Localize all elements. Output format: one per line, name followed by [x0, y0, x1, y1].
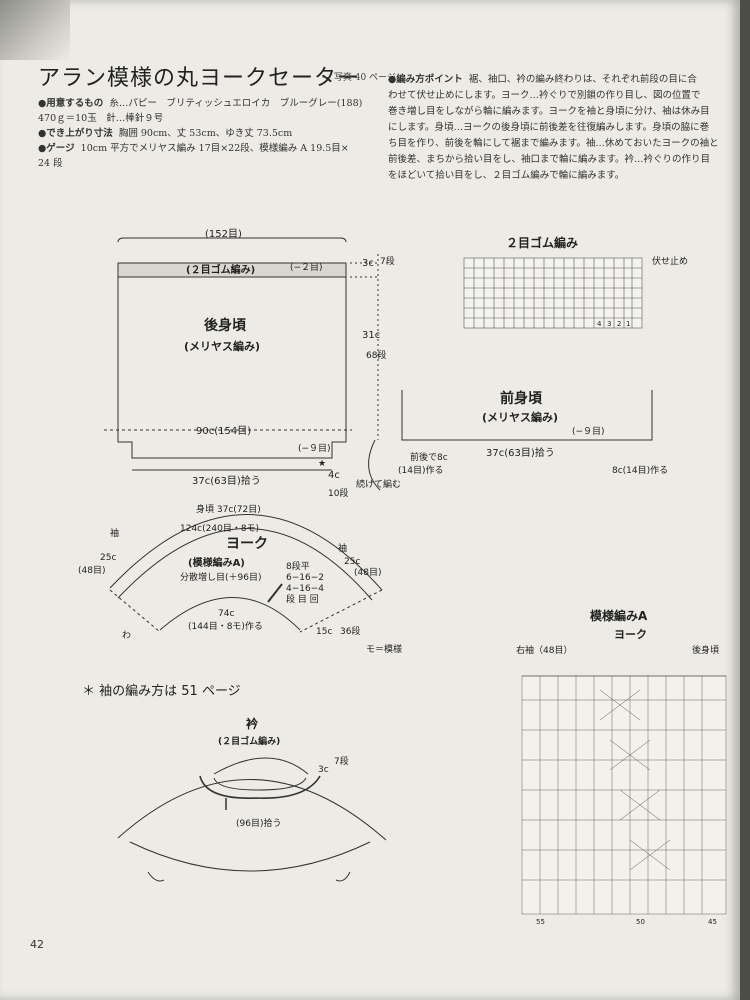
yoke-left-c: 25c — [100, 553, 116, 563]
rib-col-4: 4 — [597, 320, 602, 328]
collar-height: 3c — [318, 765, 329, 775]
yoke-depth-c: 15c — [316, 627, 332, 637]
collar-diagram — [117, 757, 387, 882]
continue-arrow — [368, 439, 381, 491]
points-line-6: をほどいて拾い目をし、２目ゴム編みで輪に編みます。 — [388, 170, 625, 181]
info-block: ●用意するもの 糸…パピー ブリティッシュエロイカ ブルーグレー(188) 47… — [38, 96, 378, 171]
points-line-0: 裾、袖口、衿の編み終わりは、それぞれ前段の目に合 — [468, 74, 697, 85]
rib-chart-grid — [463, 257, 643, 329]
yoke-body-top: 身頃 37c(72目) — [196, 503, 261, 515]
points-line-4: ち目を作り、前後を輪にして裾まで編みます。袖…休めておいたヨークの袖と — [388, 138, 719, 149]
rib-chart-title: ２目ゴム編み — [506, 235, 578, 250]
materials-label: ●用意するもの — [38, 98, 104, 109]
front-right-note: 8c(14目)作る — [612, 464, 668, 476]
points-line-3: にします。身頃…ヨークの後身頃に前後差を往復編みします。身頃の脇に巻 — [388, 122, 710, 133]
materials-yarn: 糸…パピー ブリティッシュエロイカ ブルーグレー(188) — [109, 98, 363, 109]
pattern-a-right-sleeve: 右袖（48目） — [516, 644, 572, 656]
pattern-a-col-50: 50 — [636, 918, 645, 926]
yoke-sleeve-left: 袖 — [110, 527, 119, 539]
back-bottom-pickup: 37c(63目)拾う — [192, 474, 261, 487]
yoke-rows-2: 4−16−4 — [286, 584, 324, 594]
pattern-title: アラン模様の丸ヨークセーター — [38, 66, 361, 91]
back-body-rows: 68段 — [366, 349, 386, 361]
pattern-a-subtitle: ヨーク — [614, 628, 647, 641]
yoke-sleeve-right: 袖 — [338, 542, 347, 554]
back-rib-dec: (−２目) — [290, 262, 323, 273]
front-left-note1: 前後で8c — [410, 451, 448, 463]
yoke-rows-1: 6−16−2 — [286, 573, 324, 583]
back-width: 90c(154目) — [196, 426, 251, 437]
points-line-2: 巻き増し目をしながら輪に編みます。ヨークを袖と身頃に分け、袖は休み目 — [388, 106, 710, 117]
knitting-points: ●編み方ポイント 裾、袖口、衿の編み終わりは、それぞれ前段の目に合 わせて伏せ止… — [388, 72, 723, 184]
back-body-height: 31c — [362, 330, 380, 341]
materials-amount: 470ｇ＝10玉 針…棒針９号 — [38, 113, 164, 124]
front-dec: (−９目) — [572, 426, 605, 437]
yoke-right-c: 25c — [344, 557, 360, 567]
size-text: 胸囲 90cm、丈 53cm、ゆき丈 73.5cm — [118, 128, 293, 139]
collar-rows: 7段 — [334, 755, 349, 767]
yoke-rows-head: 段 目 回 — [286, 593, 319, 605]
back-rib-rows: 7段 — [380, 255, 395, 267]
yoke-legend: モ＝模様 — [366, 643, 402, 655]
front-bottom-pickup: 37c(63目)拾う — [486, 446, 555, 459]
yoke-right-st: (48目) — [354, 567, 381, 578]
continue-knit: 続けて編む — [356, 478, 401, 490]
photo-reference: — 写真 40 ページ — [322, 73, 396, 83]
points-label: ●編み方ポイント — [388, 74, 463, 85]
back-rib-height: 3c — [362, 258, 374, 269]
pattern-a-title: 模様編みA — [590, 608, 648, 623]
rib-col-1: 1 — [626, 320, 630, 328]
yoke-subtitle: (模様編みA) — [188, 556, 245, 569]
yoke-wa: わ — [122, 630, 131, 641]
yoke-inner-st: (144目・8モ)作る — [188, 620, 263, 632]
front-body-diagram — [401, 390, 653, 441]
yoke-outer: 124c(240目・8モ) — [180, 523, 259, 534]
back-corner-c: 4c — [328, 470, 340, 481]
yoke-rows-label: 8段平 — [286, 560, 310, 572]
yoke-left-st: (48目) — [78, 565, 105, 576]
back-corner-rows: 10段 — [328, 487, 348, 499]
rib-col-2: 2 — [617, 320, 621, 328]
points-line-5: 前後差、まちから拾い目をし、袖口まで輪に編みます。衿…衿ぐりの作り目 — [388, 154, 711, 165]
collar-subtitle: (２目ゴム編み) — [218, 735, 280, 747]
back-dec: (−９目) — [298, 443, 331, 454]
page-corner — [0, 0, 70, 60]
yoke-title: ヨーク — [226, 536, 268, 552]
sleeve-note: ＊ 袖の編み方は 51 ページ — [82, 684, 241, 699]
yoke-depth-rows: 36段 — [340, 625, 360, 637]
rib-col-3: 3 — [607, 320, 611, 328]
front-body-subtitle: (メリヤス編み) — [482, 410, 558, 424]
collar-pickup: (96目)拾う — [236, 817, 281, 829]
bind-off-label: 伏せ止め — [652, 255, 688, 267]
yoke-inner: 74c — [218, 609, 234, 619]
back-body-title: 後身頃 — [204, 317, 247, 334]
back-body-diagram — [104, 237, 379, 471]
back-top-stitches: (152目) — [205, 229, 242, 240]
pattern-a-grid — [521, 675, 727, 915]
gauge-label: ●ゲージ — [38, 143, 75, 154]
yoke-diagram — [109, 514, 383, 633]
size-label: ●でき上がり寸法 — [38, 128, 113, 139]
pattern-a-back-body: 後身頃 — [692, 644, 719, 656]
page-number: 42 — [30, 938, 44, 951]
collar-title: 衿 — [246, 716, 258, 731]
points-line-1: わせて伏せ止めにします。ヨーク…衿ぐりで別鎖の作り目し、図の位置で — [388, 90, 701, 101]
gauge-text: 10cm 平方でメリヤス編み 17目×22段、模様編み A 19.5目× — [80, 143, 349, 154]
pattern-a-col-55: 55 — [536, 918, 545, 926]
gauge-text-cont: 24 段 — [38, 158, 63, 169]
front-left-note2: (14目)作る — [398, 464, 443, 476]
back-star: ★ — [318, 459, 326, 469]
back-rib-label: (２目ゴム編み) — [186, 263, 255, 276]
back-body-subtitle: (メリヤス編み) — [184, 339, 260, 353]
front-body-title: 前身頃 — [500, 390, 543, 407]
yoke-increase: 分散増し目(＋96目) — [180, 571, 261, 583]
pattern-a-col-45: 45 — [708, 918, 717, 926]
